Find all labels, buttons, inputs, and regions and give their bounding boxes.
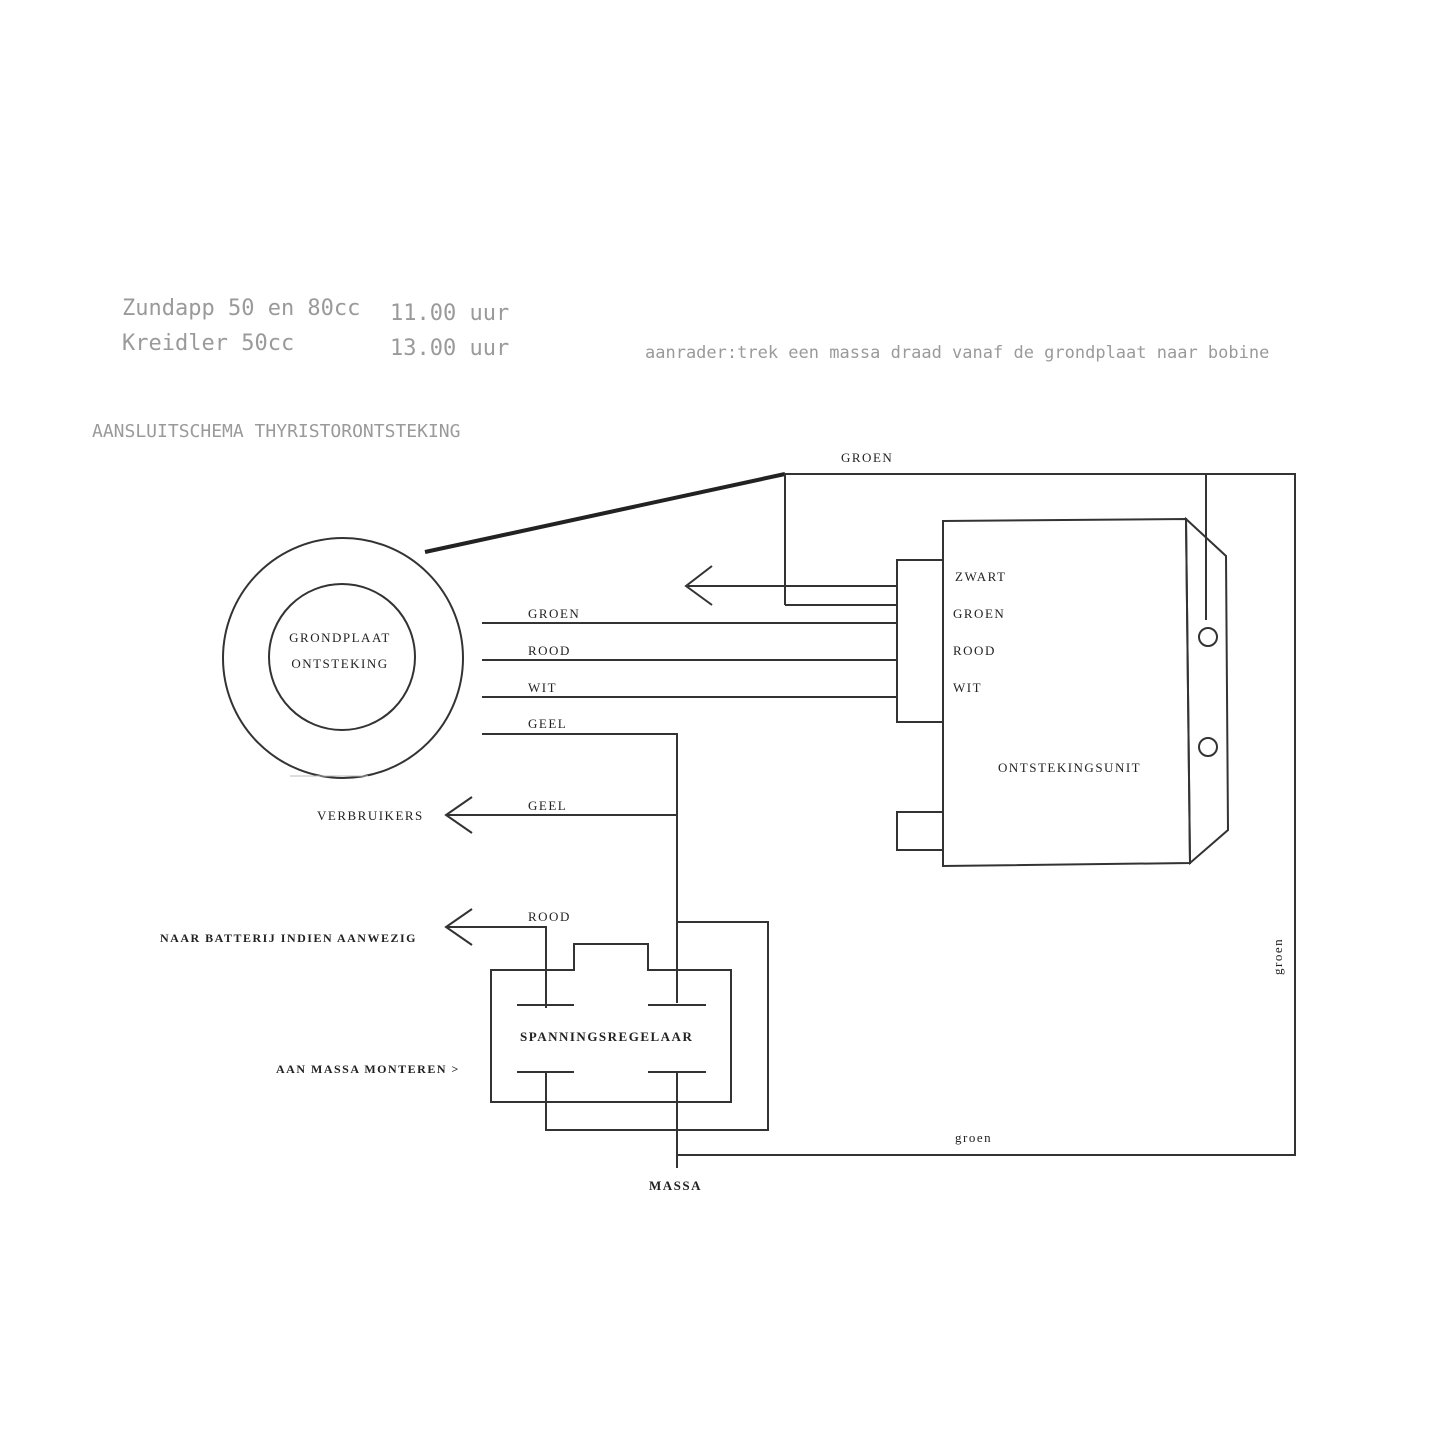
wire-label-geel-verbruikers: GEEL (528, 798, 567, 813)
header-line2-time: 13.00 uur (390, 336, 509, 361)
unit-mount-hole-lower (1198, 737, 1218, 757)
label-batterij: NAAR BATTERIJ INDIEN AANWEZIG (160, 931, 417, 945)
wire-label-top-groen: GROEN (841, 450, 893, 465)
terminal-wit: WIT (953, 680, 982, 695)
batterij-wire (446, 926, 547, 1008)
wire-label-rood: ROOD (528, 643, 571, 658)
unit-lower-connector (896, 811, 944, 851)
wire-label-groen: GROEN (528, 606, 580, 621)
verbruikers-arrowhead (444, 796, 473, 834)
massa-wire-thick (424, 472, 786, 554)
wire-label-groen-vertical: groen (1270, 938, 1285, 975)
grondplaat-label-line1: GRONDPLAAT (289, 630, 391, 645)
spanningsregelaar-box (490, 943, 732, 1103)
grondplaat-outer-ring (222, 537, 464, 779)
unit-connector-block (896, 559, 944, 723)
ontstekingsunit-label: ONTSTEKINGSUNIT (998, 760, 1141, 775)
grondplaat-label-line2: ONTSTEKING (291, 656, 388, 671)
terminal-groen: GROEN (953, 606, 1005, 621)
terminal-zwart: ZWART (955, 569, 1007, 584)
batterij-arrowhead (444, 908, 473, 946)
terminal-rood: ROOD (953, 643, 996, 658)
top-groen-wire (677, 473, 1296, 1156)
header-line2-model: Kreidler 50cc (122, 331, 294, 356)
label-verbruikers: VERBRUIKERS (317, 808, 424, 823)
wire-label-geel-top: GEEL (528, 716, 567, 731)
label-massa: MASSA (649, 1178, 702, 1193)
ontstekingsunit-side (1184, 516, 1230, 866)
wire-label-rood-batterij: ROOD (528, 909, 571, 924)
wire-label-wit: WIT (528, 680, 557, 695)
header-advice: aanrader:trek een massa draad vanaf de g… (645, 343, 1269, 363)
spanningsregelaar-label: SPANNINGSREGELAAR (520, 1029, 693, 1044)
unit-mount-hole-upper (1198, 627, 1218, 647)
wire-label-groen-bottom: groen (955, 1130, 992, 1145)
header-line1-model: Zundapp 50 en 80cc (122, 296, 360, 321)
grondplaat-inner-ring (268, 583, 416, 731)
label-massa-monteren: AAN MASSA MONTEREN > (276, 1062, 460, 1076)
diagram-title: AANSLUITSCHEMA THYRISTORONTSTEKING (92, 421, 460, 442)
regulator-loop-right (545, 921, 769, 1131)
geel-wire (482, 733, 678, 1003)
zwart-arrowhead (684, 565, 713, 606)
header-line1-time: 11.00 uur (390, 301, 509, 326)
